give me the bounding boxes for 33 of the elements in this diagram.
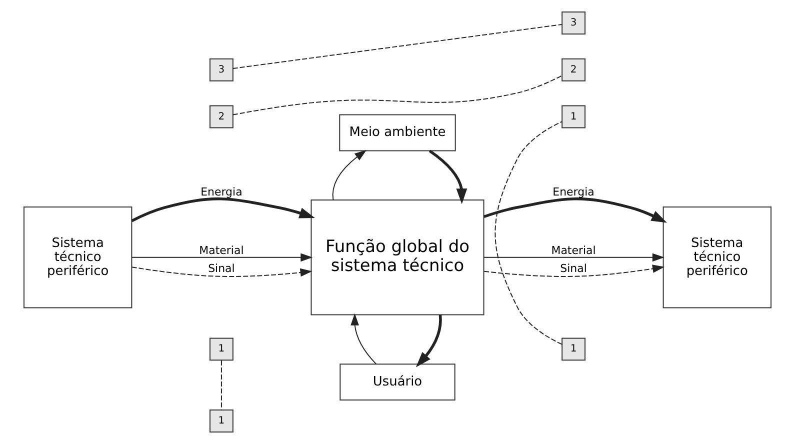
arrow bbox=[131, 253, 312, 262]
node-box: 3 bbox=[561, 12, 585, 34]
arrow bbox=[130, 266, 312, 277]
connector bbox=[232, 75, 562, 116]
arrow bbox=[350, 313, 376, 365]
node-box: 2 bbox=[561, 58, 585, 82]
arrow bbox=[483, 253, 664, 262]
node-box: 1 bbox=[561, 338, 585, 361]
edge-label: Material bbox=[198, 244, 244, 258]
node-box: 3 bbox=[209, 58, 233, 82]
arrow bbox=[130, 197, 314, 222]
node-box: Função global do sistema técnico bbox=[310, 200, 484, 316]
connector bbox=[232, 24, 562, 69]
node-box: Usuário bbox=[339, 364, 455, 401]
edge-label: Material bbox=[550, 244, 596, 258]
arrow bbox=[483, 197, 666, 223]
arrow bbox=[332, 150, 366, 200]
arrow bbox=[483, 264, 664, 277]
arrow bbox=[428, 150, 467, 204]
node-box: 1 bbox=[209, 410, 233, 432]
node-box: 1 bbox=[561, 105, 585, 128]
node-box: 2 bbox=[209, 105, 233, 128]
connector bbox=[220, 360, 222, 410]
edge-label: Sinal bbox=[208, 262, 234, 276]
node-box: 1 bbox=[209, 338, 233, 361]
connector bbox=[494, 121, 562, 345]
node-box: Meio ambiente bbox=[338, 114, 456, 152]
edge-label: Sinal bbox=[560, 262, 586, 276]
node-box: Sistema técnico periférico bbox=[662, 206, 771, 308]
edge-label: Energia bbox=[552, 185, 594, 198]
arrow bbox=[415, 314, 442, 368]
edge-label: Energia bbox=[200, 185, 242, 198]
node-box: Sistema técnico periférico bbox=[23, 206, 132, 308]
